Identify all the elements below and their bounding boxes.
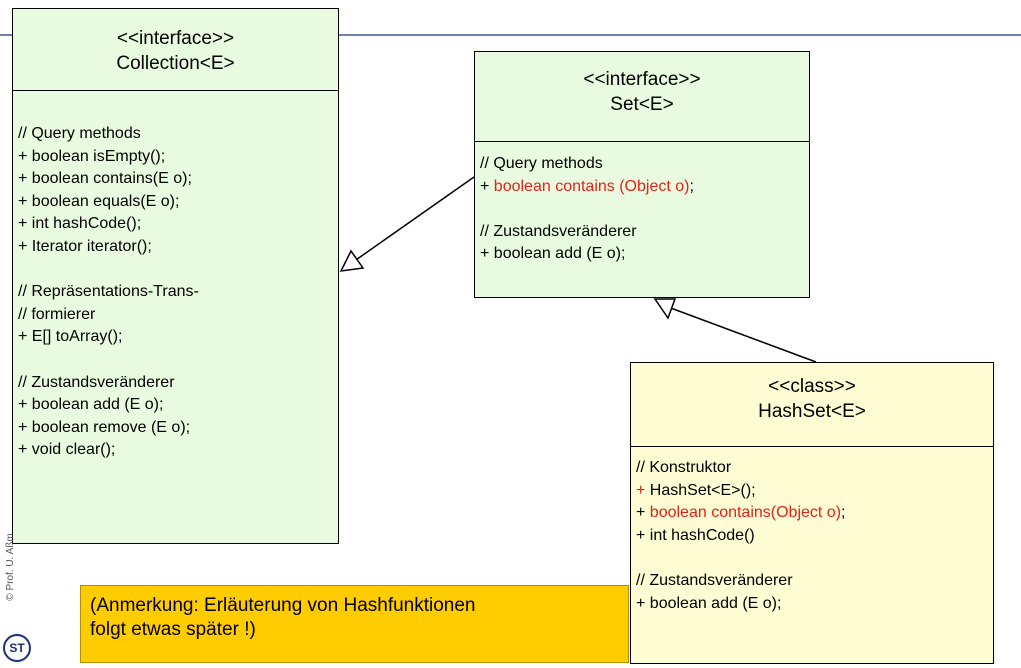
- collection-header: <<interface>> Collection<E>: [13, 9, 338, 91]
- hashset-member: + HashSet<E>();: [636, 480, 993, 503]
- remark-line: folgt etwas später !): [90, 619, 256, 640]
- collection-interface-box: <<interface>> Collection<E> // Query met…: [12, 8, 339, 544]
- hashset-class-box: <<class>> HashSet<E> // Konstruktor + Ha…: [630, 362, 994, 664]
- collection-member: + boolean add (E o);: [18, 396, 164, 414]
- collection-member: + boolean isEmpty();: [18, 147, 166, 165]
- hashset-member-prefix: +: [636, 504, 650, 522]
- hashset-header: <<class>> HashSet<E>: [631, 363, 993, 447]
- hashset-members: // Konstruktor + HashSet<E>(); + boolean…: [631, 457, 993, 615]
- hashset-member: // Konstruktor: [636, 459, 732, 476]
- collection-stereotype: <<interface>>: [116, 28, 235, 49]
- set-header: <<interface>> Set<E>: [475, 52, 809, 142]
- collection-member: + boolean remove (E o);: [18, 418, 191, 436]
- set-member: // Query methods: [480, 155, 603, 172]
- collection-member: + E[] toArray();: [18, 328, 123, 346]
- generalization-arrowhead-icon: [653, 298, 677, 320]
- hashset-member: + boolean contains(Object o);: [636, 502, 993, 525]
- set-member: + boolean contains (Object o);: [480, 176, 809, 199]
- hashset-member-suffix: ;: [841, 504, 846, 522]
- set-members: // Query methods + boolean contains (Obj…: [475, 153, 809, 266]
- hashset-to-set-edge: [667, 306, 817, 363]
- set-to-collection-edge: [352, 176, 475, 263]
- hashset-member-highlight: boolean contains(Object o): [649, 504, 842, 522]
- remark-note: (Anmerkung: Erläuterung von Hashfunktion…: [80, 585, 629, 663]
- set-member-prefix: +: [480, 177, 494, 195]
- collection-members: // Query methods + boolean isEmpty(); + bo…: [13, 123, 338, 462]
- set-interface-box: <<interface>> Set<E> // Query methods + …: [474, 51, 810, 298]
- hashset-member: + int hashCode(): [636, 526, 755, 544]
- generalization-arrowhead-icon: [339, 249, 365, 272]
- hashset-member: // Zustandsveränderer: [636, 571, 793, 589]
- hashset-name: HashSet<E>: [758, 401, 866, 422]
- set-name: Set<E>: [610, 94, 674, 115]
- set-stereotype: <<interface>>: [583, 69, 701, 90]
- hashset-member-rest: HashSet<E>();: [649, 481, 756, 499]
- set-member-suffix: ;: [689, 177, 694, 195]
- collection-member: + boolean equals(E o);: [18, 192, 180, 210]
- collection-name: Collection<E>: [116, 53, 235, 74]
- copyright-text: © Prof. U. Aßm: [5, 533, 16, 601]
- collection-member: + int hashCode();: [18, 215, 142, 233]
- collection-member: // Query methods: [18, 125, 141, 142]
- remark-line: (Anmerkung: Erläuterung von Hashfunktion…: [90, 595, 476, 616]
- collection-member: + boolean contains(E o);: [18, 170, 192, 188]
- header-rule: [0, 34, 1021, 36]
- st-logo-icon: ST: [3, 634, 31, 662]
- collection-member: // formierer: [18, 305, 96, 323]
- collection-member: // Repräsentations-Trans-: [18, 283, 199, 301]
- set-member: + boolean add (E o);: [480, 245, 626, 263]
- set-member-highlight: boolean contains (Object o): [493, 177, 690, 195]
- set-member: // Zustandsveränderer: [480, 222, 637, 240]
- collection-member: + Iterator iterator();: [18, 237, 152, 255]
- collection-member: + void clear();: [18, 441, 116, 459]
- hashset-stereotype: <<class>>: [768, 376, 856, 397]
- collection-member: // Zustandsveränderer: [18, 373, 175, 391]
- hashset-member-highlight: +: [636, 481, 650, 499]
- hashset-member: + boolean add (E o);: [636, 594, 782, 612]
